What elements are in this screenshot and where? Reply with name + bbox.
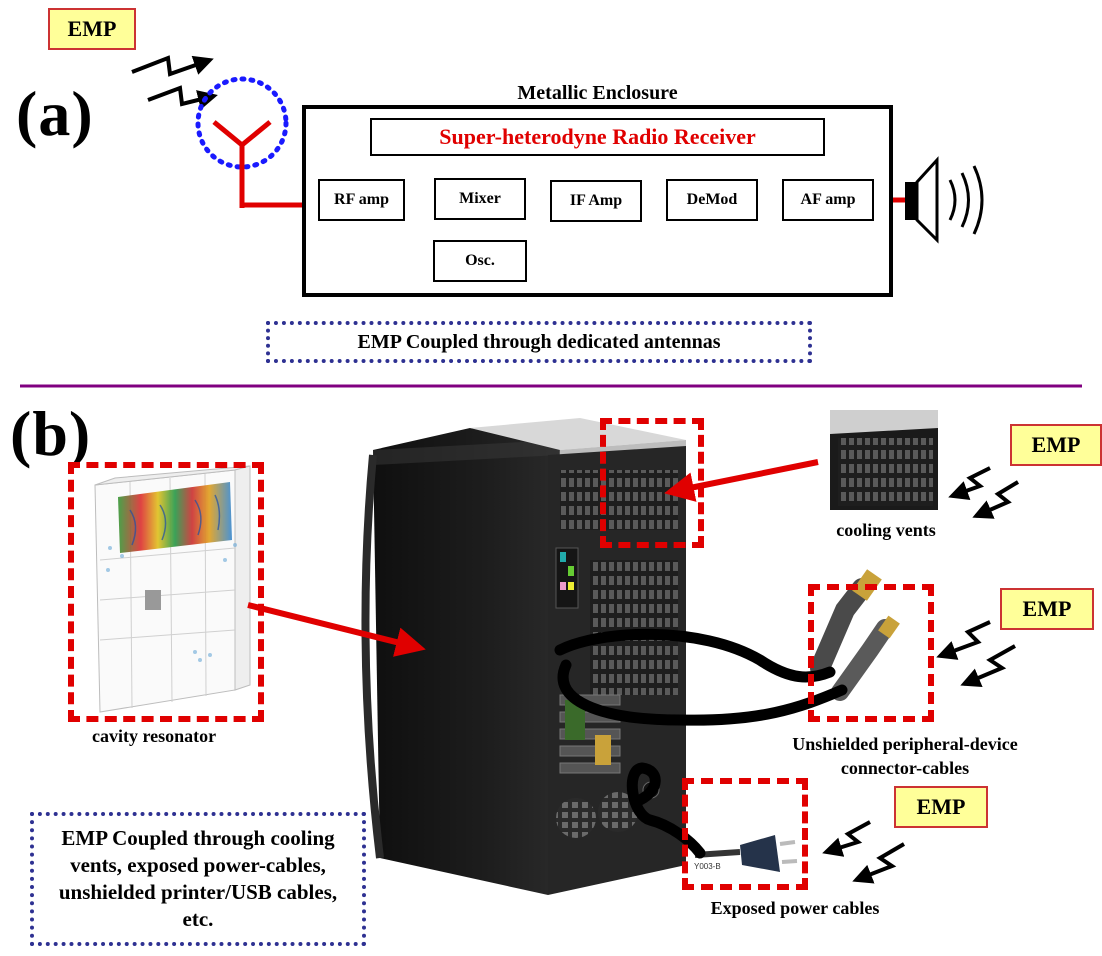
emp-tag-vents: EMP (1010, 424, 1102, 466)
panel-label-b: (b) (10, 398, 92, 469)
emp-lightning-icon-power (822, 820, 906, 884)
computer-tower-image (361, 418, 686, 895)
antenna-highlight-circle (195, 76, 289, 170)
highlight-usb-cables (808, 584, 934, 722)
block-mixer: Mixer (434, 178, 526, 220)
caption-cooling-vents: cooling vents (836, 520, 936, 540)
caption-power-cables: Exposed power cables (710, 898, 880, 918)
cavity-resonator-image (94, 465, 251, 713)
speaker-icon (905, 156, 984, 244)
block-rf-amp: RF amp (318, 179, 405, 221)
caption-peripheral-cables: Unshielded peripheral-device connector-c… (792, 734, 1018, 778)
peripheral-cables (554, 628, 848, 859)
summary-box: EMP Coupled through cooling vents, expos… (30, 812, 366, 946)
highlight-cavity (68, 462, 264, 722)
emp-lightning-icon-vents (948, 466, 1020, 519)
enclosure-title: Metallic Enclosure (517, 82, 678, 104)
panel-label-a: (a) (16, 78, 94, 149)
receiver-title: Super-heterodyne Radio Receiver (370, 118, 825, 156)
highlight-tower-vents (600, 418, 704, 548)
block-oscillator: Osc. (433, 240, 527, 282)
emp-tag-power: EMP (894, 786, 988, 828)
emp-lightning-icon-cables (936, 620, 1016, 688)
block-af-amp: AF amp (782, 179, 874, 221)
plug-label: Y003-B (694, 862, 721, 871)
arrow-vents-to-tower (664, 459, 819, 502)
emp-lightning-icon-a (131, 55, 218, 110)
emp-tag-a: EMP (48, 8, 136, 50)
block-if-amp: IF Amp (550, 180, 642, 222)
caption-cavity-resonator: cavity resonator (92, 726, 217, 746)
caption-box-antennas: EMP Coupled through dedicated antennas (266, 321, 812, 363)
emp-tag-cables: EMP (1000, 588, 1094, 630)
vents-closeup-image (830, 410, 938, 510)
highlight-power-plug (682, 778, 808, 890)
arrow-cavity-to-tower (247, 602, 426, 657)
block-demod: DeMod (666, 179, 758, 221)
